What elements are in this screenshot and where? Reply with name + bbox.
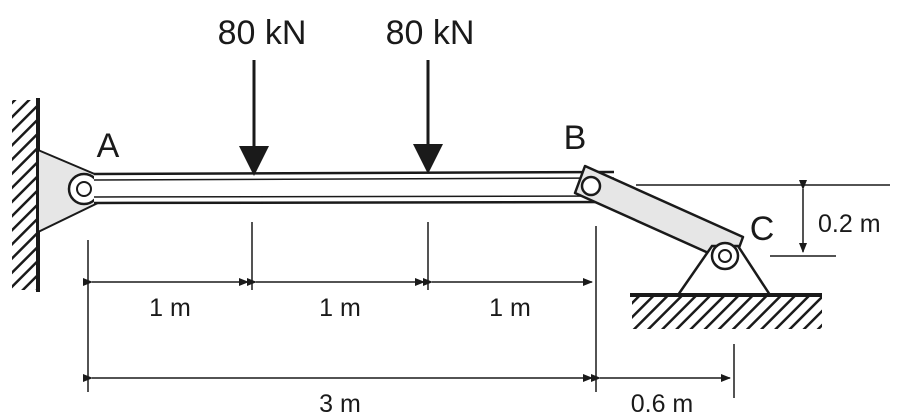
load-arrow-1 <box>239 60 269 176</box>
load-arrow-2 <box>413 60 443 174</box>
left-wall <box>12 98 40 292</box>
dim-label-seg3: 1 m <box>489 294 531 322</box>
point-label-c: C <box>750 210 775 248</box>
load-label-2: 80 kN <box>386 14 475 52</box>
point-label-b: B <box>564 119 587 157</box>
dim-label-seg2: 1 m <box>319 294 361 322</box>
dim-label-seg1: 1 m <box>149 294 191 322</box>
dim-label-total: 3 m <box>319 390 361 417</box>
dim-label-offset: 0.6 m <box>631 390 694 417</box>
beam <box>93 170 615 205</box>
pin-support-c <box>630 241 822 329</box>
point-label-a: A <box>97 127 120 165</box>
extension-lines <box>87 184 890 398</box>
dim-label-height: 0.2 m <box>818 210 881 238</box>
load-label-1: 80 kN <box>218 14 307 52</box>
dimension-lines <box>83 180 807 382</box>
